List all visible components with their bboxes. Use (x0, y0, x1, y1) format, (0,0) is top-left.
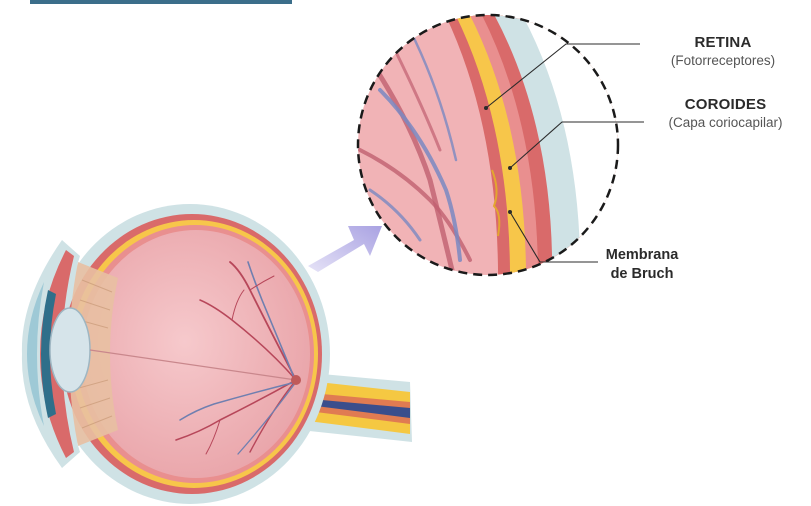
bruch-line-2: de Bruch (582, 265, 702, 284)
lens (50, 308, 90, 392)
eyeball (22, 204, 330, 504)
zoom-arrow (308, 226, 382, 272)
retina-label: RETINA (Fotorreceptores) (638, 34, 808, 68)
retina-title: RETINA (638, 34, 808, 51)
top-rule (30, 0, 292, 4)
coroides-label: COROIDES (Capa coriocapilar) (640, 96, 811, 130)
bruch-line-1: Membrana (582, 246, 702, 265)
coroides-subtitle: (Capa coriocapilar) (640, 115, 811, 130)
coroides-title: COROIDES (640, 96, 811, 113)
retina-subtitle: (Fotorreceptores) (638, 53, 808, 68)
optic-disc (291, 375, 301, 385)
bruch-membrane-label: Membrana de Bruch (582, 246, 702, 284)
